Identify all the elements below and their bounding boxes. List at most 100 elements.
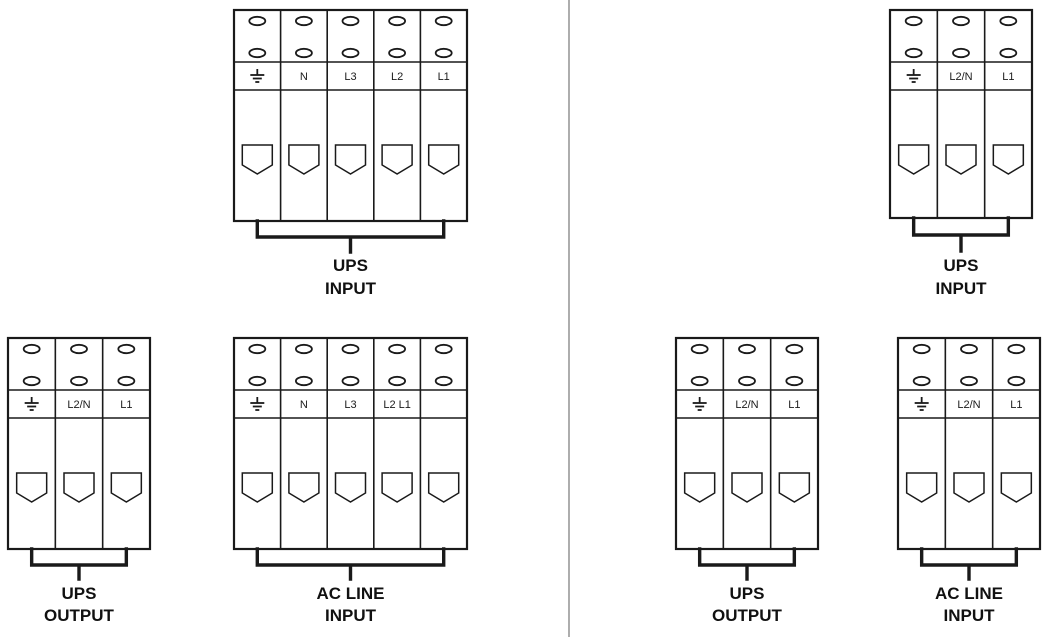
screw-top-icon bbox=[690, 343, 709, 355]
terminal-2: L1 bbox=[110, 343, 143, 503]
terminal-label: L2/N bbox=[949, 71, 972, 83]
screw-bottom-icon bbox=[388, 47, 407, 59]
screw-top-icon bbox=[388, 15, 407, 27]
wire-socket-icon bbox=[381, 144, 413, 175]
connection-bracket bbox=[255, 219, 446, 254]
terminal-0 bbox=[15, 343, 48, 503]
screw-top-icon bbox=[70, 343, 88, 355]
ground-icon bbox=[914, 397, 929, 411]
block-caption-line-1: AC LINE bbox=[935, 584, 1003, 603]
wire-socket-icon bbox=[15, 472, 48, 503]
screw-bottom-icon bbox=[341, 375, 360, 387]
terminal-label: L2 L1 bbox=[383, 399, 411, 411]
screw-bottom-icon bbox=[248, 47, 267, 59]
screw-bottom-icon bbox=[434, 47, 453, 59]
wire-socket-icon bbox=[381, 472, 413, 503]
terminal-1: N bbox=[288, 15, 320, 175]
wire-socket-icon bbox=[731, 472, 763, 503]
screw-top-icon bbox=[341, 15, 360, 27]
ground-icon bbox=[906, 69, 921, 83]
screw-bottom-icon bbox=[690, 375, 709, 387]
screw-top-icon bbox=[738, 343, 756, 355]
connection-bracket bbox=[919, 547, 1019, 581]
block-caption-line-1: UPS bbox=[730, 584, 765, 603]
screw-bottom-icon bbox=[388, 375, 407, 387]
terminal-3: L2 bbox=[381, 15, 413, 175]
wire-socket-icon bbox=[905, 472, 938, 503]
wire-socket-icon bbox=[110, 472, 143, 503]
terminal-2: L3 bbox=[334, 15, 367, 175]
terminal-label: L3 bbox=[344, 399, 356, 411]
terminal-2: L1 bbox=[1000, 343, 1033, 503]
screw-bottom-icon bbox=[738, 375, 756, 387]
block-caption-line-2: INPUT bbox=[325, 606, 377, 625]
terminal-label: L1 bbox=[788, 399, 800, 411]
wire-socket-icon bbox=[427, 144, 460, 175]
screw-top-icon bbox=[952, 15, 970, 27]
screw-top-icon bbox=[341, 343, 360, 355]
terminal-1: L2/N bbox=[63, 343, 95, 503]
screw-top-icon bbox=[248, 343, 267, 355]
screw-bottom-icon bbox=[70, 375, 88, 387]
connection-bracket bbox=[255, 547, 446, 581]
terminal-2: L3 bbox=[334, 343, 367, 503]
block-caption-line-1: UPS bbox=[62, 584, 97, 603]
screw-bottom-icon bbox=[294, 47, 313, 59]
terminal-0 bbox=[905, 343, 938, 503]
terminal-label: N bbox=[300, 71, 308, 83]
terminal-1: L2/N bbox=[953, 343, 985, 503]
screw-top-icon bbox=[388, 343, 407, 355]
terminal-4: L1 bbox=[427, 15, 460, 175]
screw-top-icon bbox=[248, 15, 267, 27]
terminal-0 bbox=[241, 343, 274, 503]
terminal-label: L2/N bbox=[957, 399, 980, 411]
terminal-3: L2 L1 bbox=[381, 343, 413, 503]
terminal-label: L3 bbox=[344, 71, 356, 83]
terminal-1: L2/N bbox=[731, 343, 763, 503]
ground-icon bbox=[250, 397, 265, 411]
screw-bottom-icon bbox=[117, 375, 136, 387]
wire-socket-icon bbox=[241, 472, 274, 503]
screw-bottom-icon bbox=[785, 375, 804, 387]
terminal-0 bbox=[241, 15, 274, 175]
screw-top-icon bbox=[785, 343, 804, 355]
terminal-label: L2/N bbox=[735, 399, 758, 411]
terminal-1: N bbox=[288, 343, 320, 503]
screw-top-icon bbox=[117, 343, 136, 355]
block-caption-line-2: OUTPUT bbox=[44, 606, 115, 625]
wire-socket-icon bbox=[334, 472, 367, 503]
screw-bottom-icon bbox=[952, 47, 970, 59]
terminal-label: N bbox=[300, 399, 308, 411]
screw-top-icon bbox=[294, 15, 313, 27]
wire-socket-icon bbox=[63, 472, 95, 503]
screw-bottom-icon bbox=[22, 375, 41, 387]
screw-top-icon bbox=[434, 343, 453, 355]
wire-socket-icon bbox=[945, 144, 977, 175]
screw-bottom-icon bbox=[904, 47, 923, 59]
screw-top-icon bbox=[294, 343, 313, 355]
terminal-4 bbox=[427, 343, 460, 503]
connection-bracket bbox=[29, 547, 129, 581]
wire-socket-icon bbox=[992, 144, 1025, 175]
terminal-block-frame bbox=[232, 8, 469, 223]
screw-bottom-icon bbox=[434, 375, 453, 387]
terminal-2: L1 bbox=[992, 15, 1025, 175]
terminal-2: L1 bbox=[778, 343, 811, 503]
terminal-block-frame bbox=[6, 336, 152, 551]
screw-top-icon bbox=[960, 343, 978, 355]
screw-bottom-icon bbox=[999, 47, 1018, 59]
block-caption-line-1: UPS bbox=[944, 256, 979, 275]
ground-icon bbox=[24, 397, 39, 411]
wire-socket-icon bbox=[778, 472, 811, 503]
wire-socket-icon bbox=[683, 472, 716, 503]
connection-bracket bbox=[697, 547, 797, 581]
screw-bottom-icon bbox=[912, 375, 931, 387]
terminal-label: L1 bbox=[1002, 71, 1014, 83]
wire-socket-icon bbox=[953, 472, 985, 503]
terminal-label: L1 bbox=[1010, 399, 1022, 411]
screw-top-icon bbox=[999, 15, 1018, 27]
